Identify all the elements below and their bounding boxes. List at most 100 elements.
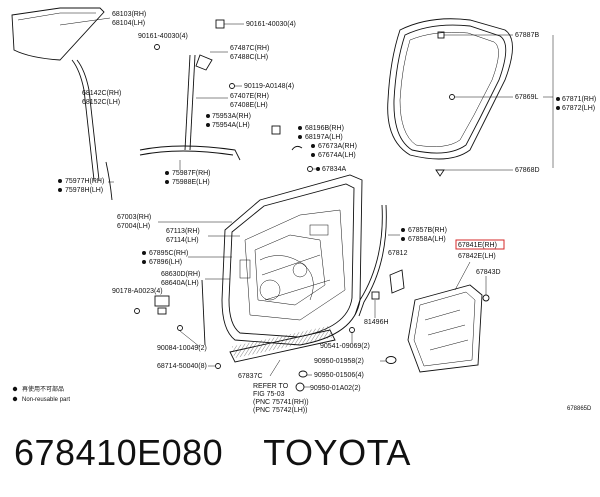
label-67407: 67407E(RH) xyxy=(230,93,269,100)
refer-line-1: REFER TO xyxy=(253,383,289,390)
bolt-icon xyxy=(215,19,244,29)
service-hole-cover xyxy=(407,284,483,373)
part-caption: 678410E080 TOYOTA xyxy=(14,432,594,488)
plug-icon xyxy=(385,356,397,364)
label-90084: 90084-10049(2) xyxy=(157,345,207,352)
label-90161-b: 90161-40030(4) xyxy=(246,21,296,28)
plug-icon xyxy=(295,382,305,392)
outside-moulding xyxy=(105,161,113,201)
label-67834: 67834A xyxy=(322,166,346,173)
label-75978: 75978H(LH) xyxy=(65,187,103,194)
label-75977: 75977H(RH) xyxy=(65,178,104,185)
hinge-icon xyxy=(154,295,170,315)
bullet-icon xyxy=(58,179,62,192)
label-67673: 67673A(RH) xyxy=(318,143,357,150)
label-68152: 68152C(LH) xyxy=(82,99,120,106)
label-75954: 75954A(LH) xyxy=(212,122,250,129)
bullet-icon xyxy=(556,97,560,110)
label-67841: 67841E(RH) xyxy=(458,242,497,249)
door-weatherstrip xyxy=(387,18,513,160)
legend-bullet-icon xyxy=(12,396,18,402)
label-90119: 90119-A0148(4) xyxy=(244,83,294,90)
part-number: 678410E080 xyxy=(14,432,224,473)
refer-line-4: (PNC 75742(LH)) xyxy=(253,407,307,414)
bolt-icon xyxy=(349,327,355,333)
clip-icon xyxy=(271,125,281,135)
glass-run-channel xyxy=(71,59,100,181)
refer-line-3: (PNC 75741(RH)) xyxy=(253,399,309,406)
screw-icon xyxy=(229,83,235,89)
label-75988: 75988E(LH) xyxy=(172,179,210,186)
highlight-box xyxy=(455,239,505,250)
label-90178: 90178-A0023(4) xyxy=(112,288,163,295)
label-68640: 68640A(LH) xyxy=(161,280,199,287)
label-67674: 67674A(LH) xyxy=(318,152,356,159)
brand-name: TOYOTA xyxy=(263,432,411,473)
label-67003: 67003(RH) xyxy=(117,214,151,221)
legend-bullet-icon xyxy=(12,386,18,392)
bolt-icon xyxy=(134,308,140,314)
clip-icon xyxy=(215,363,221,369)
bolt-icon xyxy=(154,44,160,50)
belt-moulding xyxy=(139,145,241,161)
label-68196: 68196B(RH) xyxy=(305,125,344,132)
label-90161-a: 90161-40030(4) xyxy=(138,33,188,40)
door-panel xyxy=(221,174,363,346)
label-90950-c: 90950-01A02(2) xyxy=(310,385,361,392)
label-67895: 67895C(RH) xyxy=(149,250,188,257)
label-67114: 67114(LH) xyxy=(166,237,199,244)
rear-channel-edge xyxy=(358,204,387,317)
bullet-icon xyxy=(401,228,405,241)
bullet-icon xyxy=(206,114,210,127)
clip-icon xyxy=(482,294,490,302)
rocker-moulding xyxy=(229,325,336,363)
rear-channel xyxy=(354,204,383,316)
sheet-part xyxy=(389,269,405,294)
label-67869: 67869L xyxy=(515,94,538,101)
label-68714: 68714-50040(8) xyxy=(157,363,207,370)
label-90541: 90541-09069(2) xyxy=(320,343,370,350)
parts-diagram: 68103(RH) 68104(LH) 90161-40030(4) 90161… xyxy=(11,7,596,414)
label-67843: 67843D xyxy=(476,269,501,276)
label-68103: 68103(RH) xyxy=(112,11,146,18)
label-67408: 67408E(LH) xyxy=(230,102,268,109)
bullet-icon xyxy=(311,144,315,157)
label-67837: 67837C xyxy=(238,373,263,380)
label-67896: 67896(LH) xyxy=(149,259,182,266)
label-67812: 67812 xyxy=(388,250,408,257)
label-81496: 81496H xyxy=(364,319,389,326)
legend-en: Non-reusable part xyxy=(22,397,70,403)
label-67871: 67871(RH) xyxy=(562,96,596,103)
bullet-icon xyxy=(316,167,320,171)
plug-icon xyxy=(298,370,308,378)
label-75987: 75987F(RH) xyxy=(172,170,211,177)
legend-cn: 再使用不可部品 xyxy=(22,385,64,393)
hinge-icon xyxy=(291,145,303,151)
window-glass xyxy=(11,7,105,61)
label-67857: 67857B(RH) xyxy=(408,227,447,234)
label-75953: 75953A(RH) xyxy=(212,113,251,120)
label-67113: 67113(RH) xyxy=(166,228,200,235)
check-rod xyxy=(201,279,206,346)
figure-number: 678865D xyxy=(567,406,592,412)
label-90950-a: 90950-01958(2) xyxy=(314,358,364,365)
bullet-icon xyxy=(298,126,302,139)
clip-icon xyxy=(435,169,445,177)
label-67842: 67842E(LH) xyxy=(458,253,496,260)
label-68142: 68142C(RH) xyxy=(82,90,121,97)
bolt-icon xyxy=(177,325,183,331)
bullet-icon xyxy=(165,171,169,184)
clip-icon xyxy=(449,94,455,100)
label-67487: 67487C(RH) xyxy=(230,45,269,52)
label-67868: 67868D xyxy=(515,167,540,174)
clip-icon xyxy=(307,166,313,172)
refer-line-2: FIG 75-03 xyxy=(253,391,285,398)
clip-icon xyxy=(371,291,380,300)
label-67488: 67488C(LH) xyxy=(230,54,268,61)
bullet-icon xyxy=(142,251,146,264)
label-90950-b: 90950-01506(4) xyxy=(314,372,364,379)
division-bar xyxy=(184,54,213,151)
label-67872: 67872(LH) xyxy=(562,105,595,112)
label-67887: 67887B xyxy=(515,32,539,39)
label-68104: 68104(LH) xyxy=(112,20,145,27)
